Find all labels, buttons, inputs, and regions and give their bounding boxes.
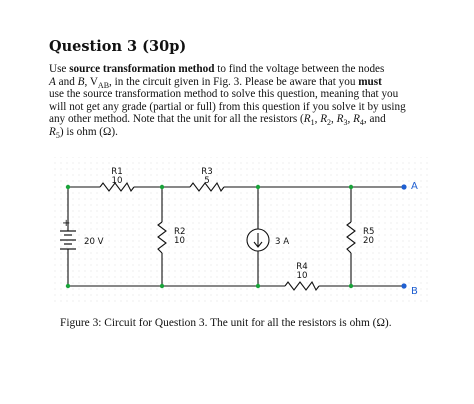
body-line-5: any other method. Note that the unit for… (49, 113, 386, 128)
plus-sign-label: + (62, 218, 70, 229)
r1-value-label: 10 (112, 176, 123, 186)
r5-value-label: 20 (363, 236, 374, 246)
resistor-r1 (99, 181, 135, 193)
current-source-label: 3 A (275, 237, 289, 247)
voltage-source-20v (60, 230, 76, 250)
resistor-r4 (284, 280, 320, 292)
r2-name-label: R2 (174, 227, 185, 237)
body-line-3: use the source transformation method to … (49, 88, 399, 101)
question-body: Use source transformation method to find… (49, 63, 439, 141)
resistor-r2 (157, 221, 167, 254)
node-a-label: A (411, 181, 418, 192)
schematic-grid (52, 157, 432, 305)
node-b-label: B (411, 286, 418, 297)
wires (67, 186, 404, 287)
resistor-r3 (189, 181, 225, 193)
r4-value-label: 10 (297, 271, 308, 281)
current-source-3a (246, 228, 270, 252)
terminal-a (401, 184, 407, 190)
r5-name-label: R5 (363, 227, 374, 237)
r2-value-label: 10 (174, 236, 185, 246)
r4-name-label: R4 (296, 262, 307, 272)
body-line-1: Use source transformation method to find… (49, 63, 385, 75)
junction-nodes (65, 184, 354, 289)
resistor-r5 (346, 221, 356, 254)
figure-caption: Figure 3: Circuit for Question 3. The un… (60, 317, 392, 329)
r3-name-label: R3 (201, 167, 212, 177)
body-line-2: A and B, VAB, in the circuit given in Fi… (49, 75, 382, 90)
body-line-4: will not get any grade (partial or full)… (49, 100, 406, 113)
r3-value-label: 5 (204, 176, 209, 186)
body-line-6: R5) is ohm (Ω). (49, 125, 118, 141)
voltage-source-label: 20 V (84, 237, 104, 247)
r1-name-label: R1 (111, 167, 122, 177)
question-title: Question 3 (30p) (49, 38, 187, 55)
terminal-b (401, 283, 407, 289)
